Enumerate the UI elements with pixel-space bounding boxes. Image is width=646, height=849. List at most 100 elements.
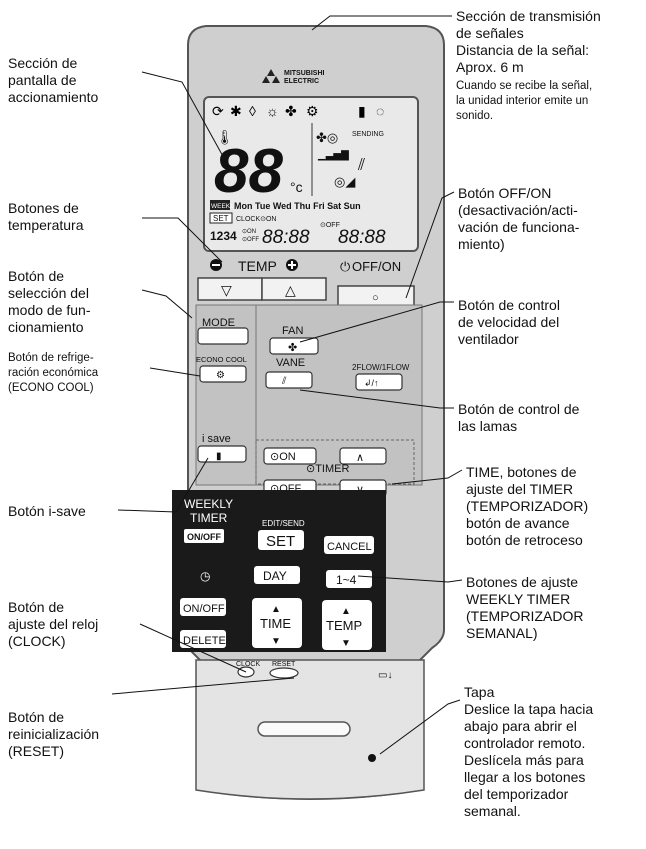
time-up-icon: ▲ — [271, 604, 281, 615]
flow-icon: ↲/↑ — [364, 378, 379, 388]
weekly-timer-label-1: WEEKLY — [184, 497, 233, 511]
reset-label: RESET — [272, 661, 296, 668]
lcd-program-number: 1234 — [210, 229, 237, 243]
svg-text:MITSUBISHI: MITSUBISHI — [284, 70, 325, 77]
temp-weekly-up-icon: ▲ — [341, 606, 351, 617]
label-weekly: Botones de ajuste WEEKLY TIMER (TEMPORIZ… — [466, 574, 584, 641]
timer-group — [255, 439, 415, 485]
label-cover: Tapa Deslice la tapa hacia abajo para ab… — [464, 684, 594, 819]
mode-button[interactable] — [197, 327, 249, 345]
lcd-time-2: 88:88 — [338, 227, 386, 248]
fan-label: FAN — [282, 325, 303, 337]
weekly-timer-label-2: TIMER — [190, 511, 228, 525]
label-mode-select: Botón de selección del modo de fun- cion… — [8, 268, 91, 335]
cool-mode-icon: ✱ — [230, 103, 242, 119]
flow-label: 2FLOW/1FLOW — [352, 363, 410, 372]
label-vane: Botón de control de las lamas — [458, 401, 580, 434]
fan-bars-icon: ▁▃▅▇ — [317, 150, 349, 161]
svg-text:ELECTRIC: ELECTRIC — [284, 78, 319, 85]
lcd-on-small: ⊙ON — [242, 229, 256, 235]
svg-text:TEMP: TEMP — [238, 258, 277, 274]
weekly-on-off-button[interactable] — [184, 529, 224, 543]
fan-speed-icon: ✤◎ — [316, 130, 338, 145]
svg-text:CANCEL: CANCEL — [327, 541, 372, 553]
edit-send-label: EDIT/SEND — [262, 519, 305, 528]
svg-text:OFF/ON: OFF/ON — [352, 259, 401, 274]
lcd-days: Mon Tue Wed Thu Fri Sat Sun — [234, 201, 361, 211]
label-timer: TIME, botones de ajuste del TIMER (TEMPO… — [466, 464, 589, 548]
svg-text:1~4: 1~4 — [336, 573, 357, 587]
vane-button[interactable] — [265, 371, 313, 389]
vane-swing-icon: ◎◢ — [334, 174, 355, 189]
label-transmission: Sección de transmisión de señales Distan… — [456, 8, 601, 75]
timer-label: ⊙TIMER — [306, 463, 349, 475]
power-icon: ⏻ — [340, 259, 350, 274]
fan-mode-icon: ✤ — [285, 103, 297, 119]
temp-down-icon: ▽ — [221, 282, 232, 298]
lcd-temp-digits: 88 — [214, 137, 283, 206]
temp-up-button[interactable] — [261, 277, 327, 301]
lcd-off-small: ⊙OFF — [242, 237, 259, 243]
heat-mode-icon: ☼ — [266, 103, 279, 119]
reset-button[interactable] — [269, 667, 299, 679]
label-offon: Botón OFF/ON (desactivación/acti- vación… — [458, 185, 580, 252]
lcd-sending: SENDING — [352, 131, 384, 138]
off-on-icon: ○ — [372, 292, 379, 304]
day-button[interactable] — [254, 566, 300, 584]
clock-on-off-button[interactable] — [180, 598, 226, 616]
timer-up-icon: ∧ — [356, 452, 364, 464]
flow-button[interactable] — [355, 373, 403, 391]
set-button[interactable] — [258, 530, 304, 550]
battery-icon: ▭↓ — [378, 670, 392, 681]
econo-cool-icon: ⚙ — [216, 370, 225, 381]
svg-text:TEMP: TEMP — [326, 618, 362, 633]
lcd-off: ⊙OFF — [320, 222, 340, 229]
econo-cool-label: ECONO COOL — [196, 355, 247, 364]
lcd-temp-unit: °c — [290, 179, 303, 195]
auto-mode-icon: ⟳ — [212, 103, 224, 119]
brand-logo: MITSUBISHI ELECTRIC — [262, 69, 325, 85]
label-clock: Botón de ajuste del reloj (CLOCK) — [8, 599, 99, 649]
clock-icon: ◷ — [200, 569, 210, 583]
isave-label: i save — [202, 433, 231, 445]
timer-on-button[interactable] — [263, 447, 317, 465]
temp-up-icon: △ — [285, 282, 296, 298]
lcd-time-1: 88:88 — [262, 227, 310, 248]
isave-icon: ▮ — [216, 451, 222, 462]
vane-label: VANE — [276, 357, 305, 369]
timer-up-button[interactable] — [339, 447, 387, 465]
time-down-icon: ▼ — [271, 636, 281, 647]
svg-text:TIME: TIME — [260, 616, 291, 631]
lcd-clock-on: CLOCK⊙ON — [236, 216, 276, 223]
cover-pointer-dot — [368, 754, 376, 762]
label-transmission-note: Cuando se recibe la señal, la unidad int… — [456, 80, 593, 122]
temp-weekly-button[interactable] — [322, 600, 372, 650]
cover-slot — [257, 721, 351, 737]
vane-button-icon: ⫽ — [281, 376, 287, 387]
label-display: Sección de pantalla de accionamiento — [8, 55, 99, 105]
svg-text:DAY: DAY — [263, 569, 287, 583]
label-econo: Botón de refrige- ración económica (ECON… — [8, 352, 99, 394]
temp-weekly-down-icon: ▼ — [341, 638, 351, 649]
label-fan: Botón de control de velocidad del ventil… — [458, 297, 560, 347]
time-button[interactable] — [252, 598, 302, 648]
svg-text:ON/OFF: ON/OFF — [183, 603, 225, 615]
cancel-button[interactable] — [324, 536, 374, 554]
lcd-set: SET — [213, 214, 229, 223]
isave-button[interactable] — [197, 445, 247, 463]
clock-label: CLOCK — [236, 661, 260, 668]
mode-label: MODE — [202, 317, 235, 329]
label-temperature: Botones de temperatura — [8, 200, 84, 233]
svg-text:ON/OFF: ON/OFF — [187, 532, 221, 542]
vane-icon: ⫽ — [357, 157, 365, 174]
label-reset: Botón de reinicialización (RESET) — [8, 709, 100, 759]
isave-mode-icon: ▮ — [358, 103, 366, 119]
dry-mode-icon: ◊ — [249, 103, 256, 119]
timer-on-label: ⊙ON — [270, 451, 296, 463]
range-button[interactable] — [326, 570, 372, 588]
clock-button[interactable] — [237, 666, 255, 678]
signal-icon: ◌ — [376, 103, 384, 119]
svg-text:DELETE: DELETE — [183, 635, 226, 647]
lcd-display — [203, 96, 419, 252]
